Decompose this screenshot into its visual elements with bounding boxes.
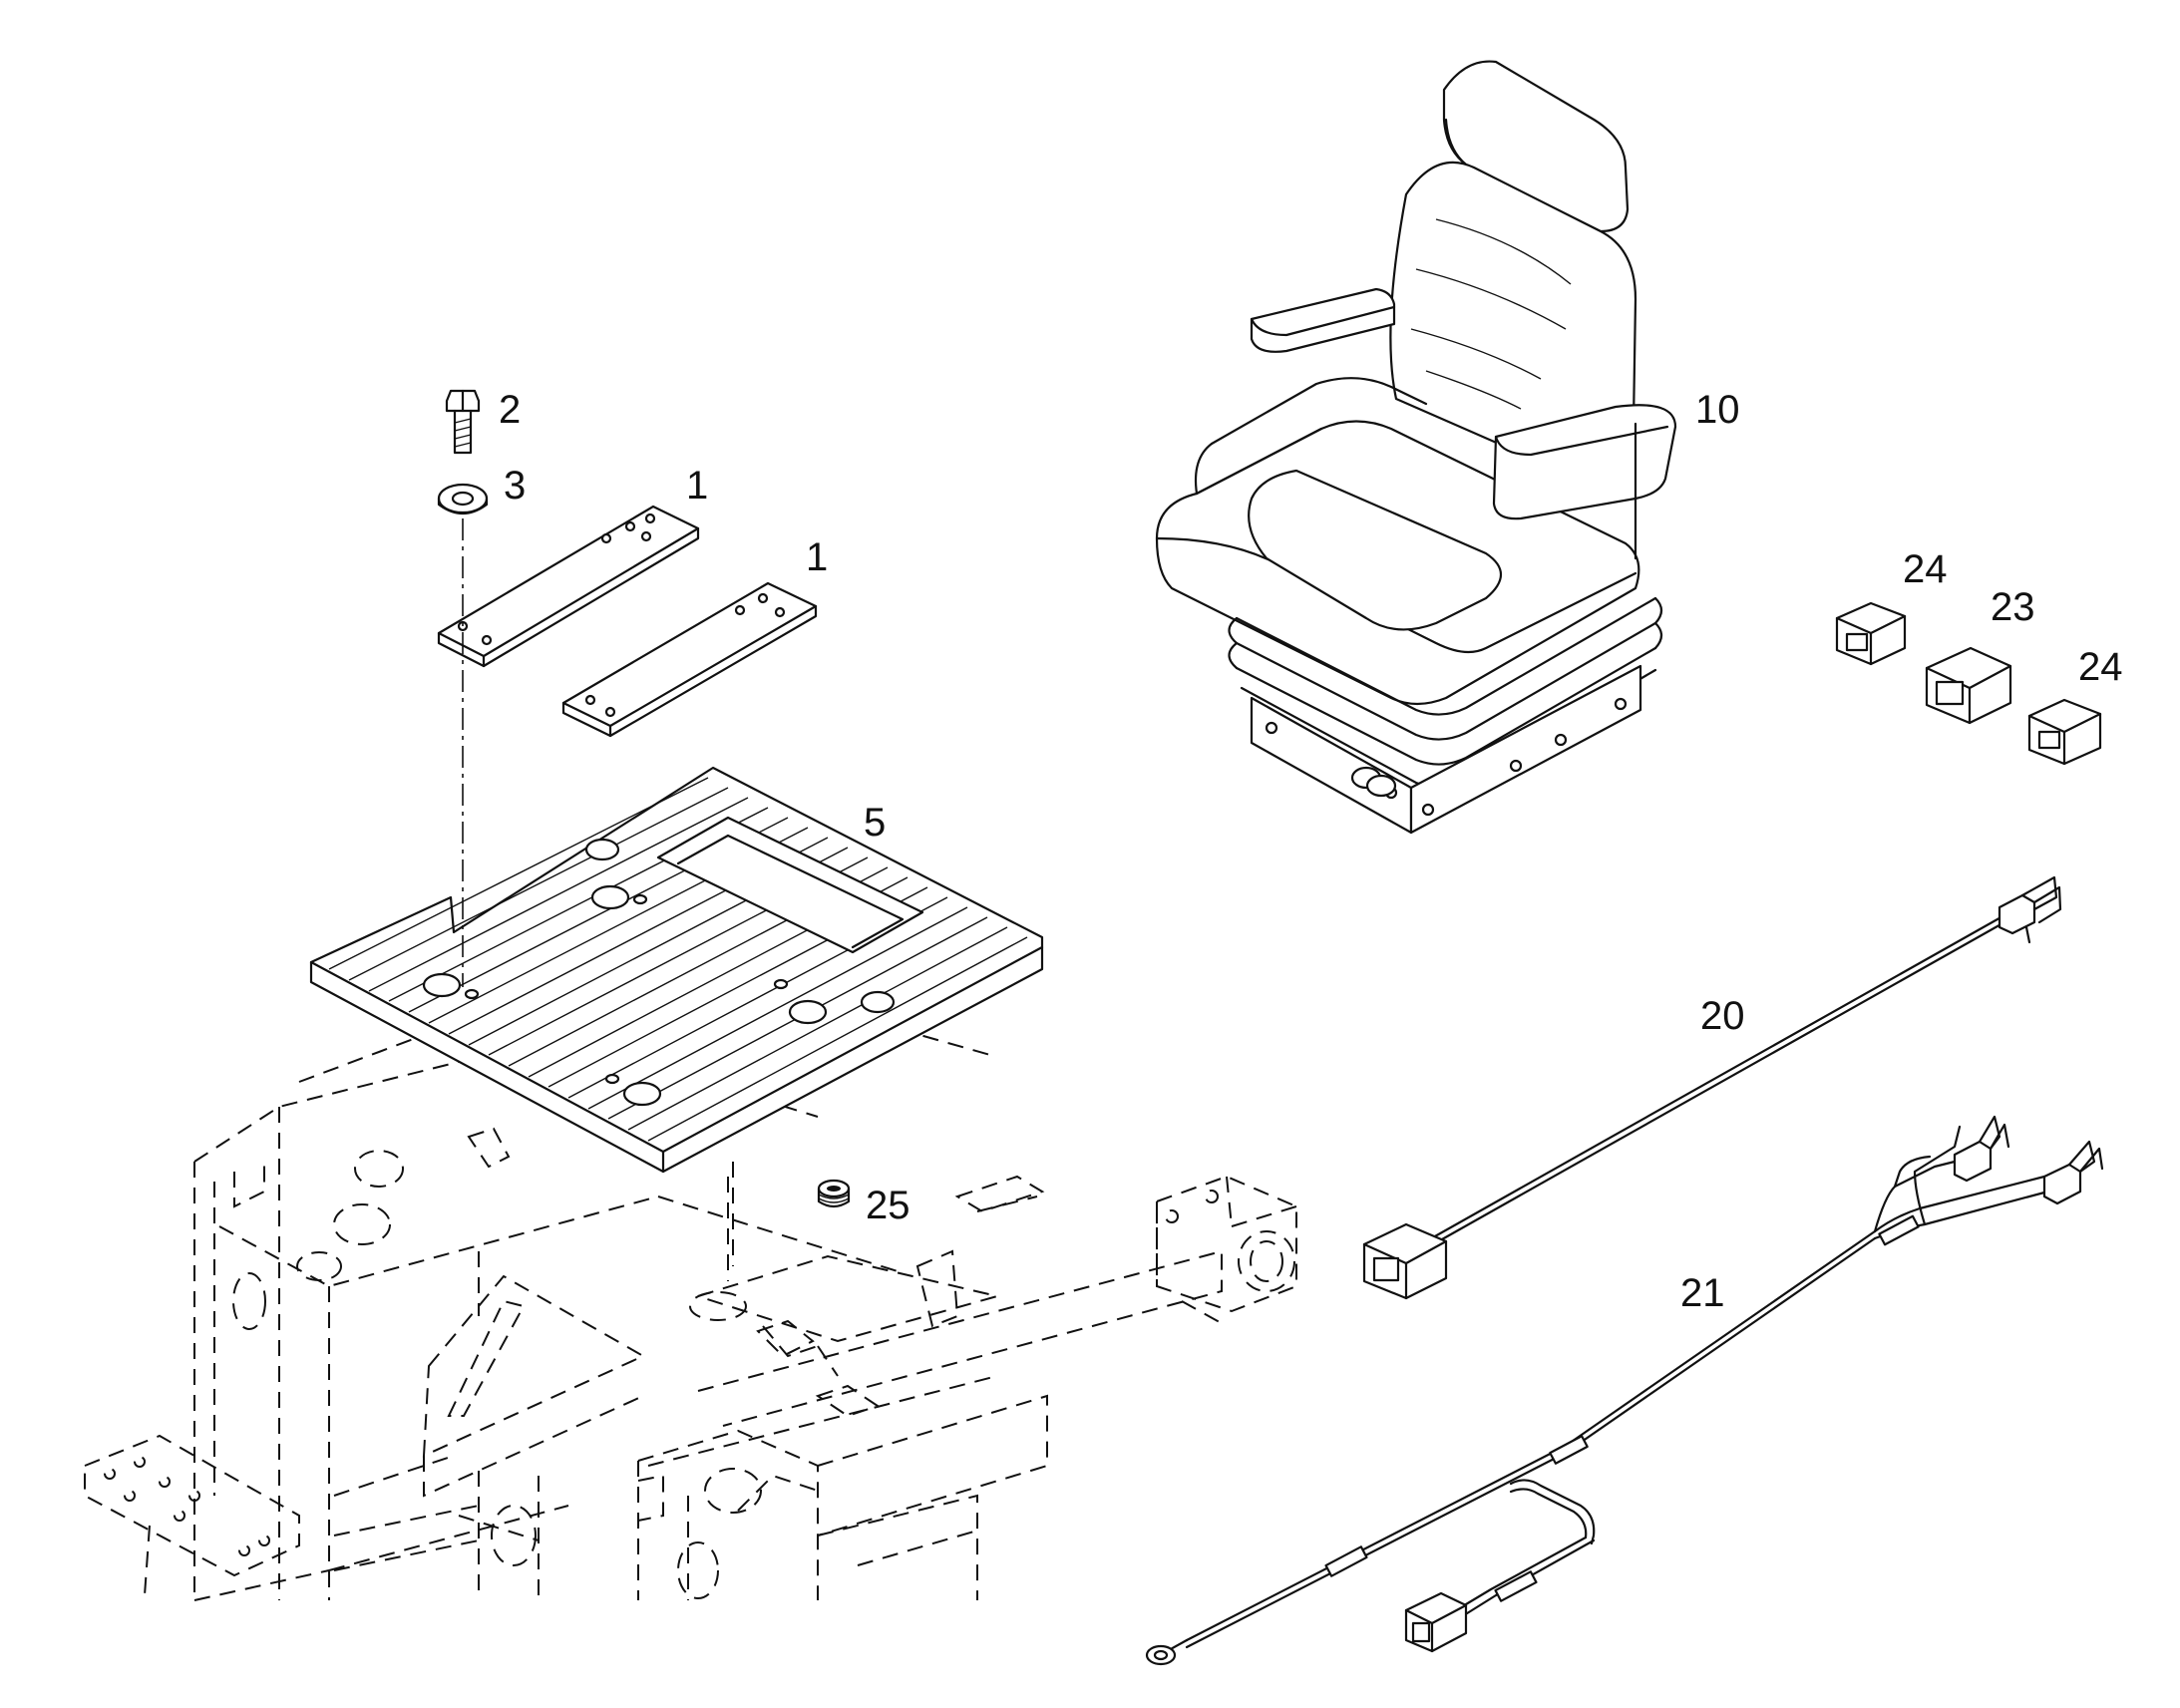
connector-24-lower: [2027, 698, 2102, 766]
callout-harness-21: 21: [1680, 1271, 1725, 1315]
callout-washer: 3: [504, 464, 526, 508]
seat: [1155, 60, 1677, 835]
connector-24-upper: [1835, 601, 1907, 666]
wire-harness-21: [1145, 1115, 2104, 1666]
callout-bolt: 2: [499, 388, 521, 432]
callout-labels: 2 3 1 1 5 10 24 23 24 20 21 25: [499, 388, 2123, 1315]
floor-mat: [309, 766, 1044, 1174]
callout-floor-mat: 5: [864, 801, 886, 845]
bolt: [445, 389, 481, 455]
connector-23: [1925, 646, 2012, 725]
callout-connector-24b: 24: [2078, 645, 2123, 689]
wire-harness-20: [1362, 875, 2062, 1300]
callout-mounting-plate-b: 1: [806, 535, 828, 579]
callout-harness-20: 20: [1700, 994, 1745, 1038]
washer: [437, 483, 489, 515]
callout-seat: 10: [1695, 388, 1740, 432]
mounting-plate-upper: [437, 505, 700, 668]
mounting-plate-lower: [561, 581, 818, 738]
callout-mounting-plate-a: 1: [686, 464, 708, 508]
callout-connector-23: 23: [1991, 585, 2035, 629]
callout-connector-24a: 24: [1903, 547, 1948, 591]
grommet: [817, 1179, 851, 1208]
callout-grommet: 25: [866, 1184, 910, 1227]
